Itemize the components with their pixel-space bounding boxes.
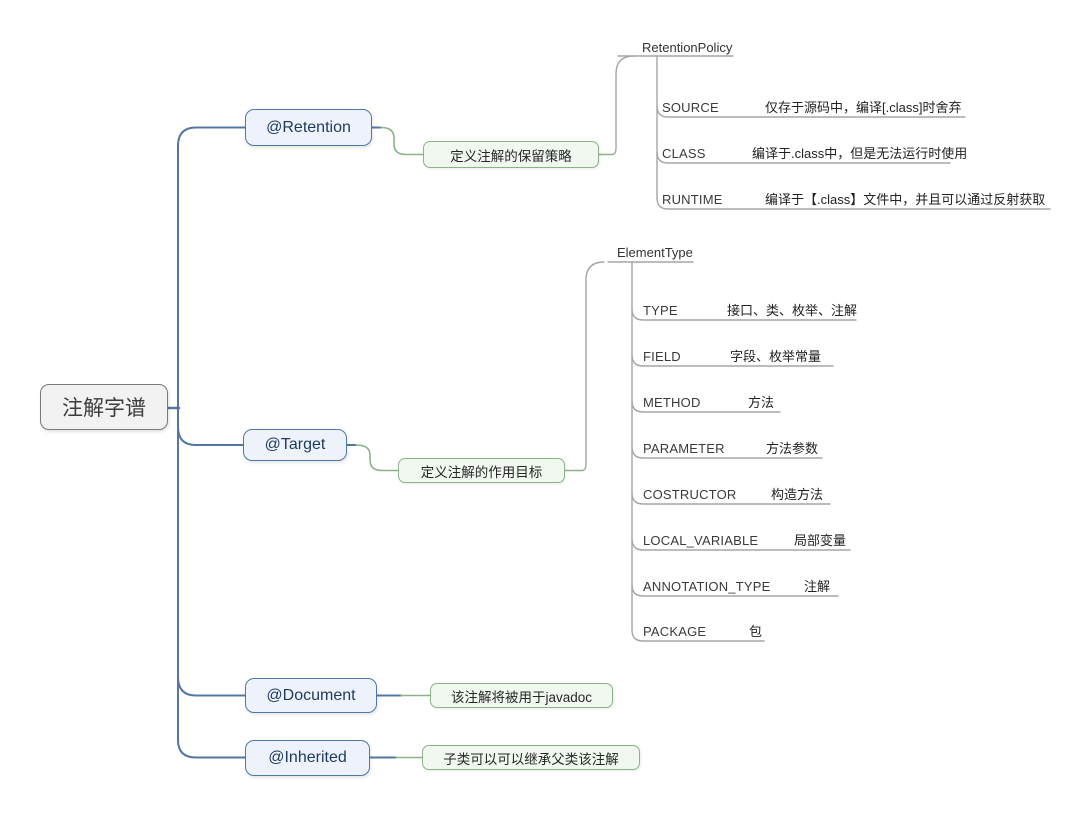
leaf-package-desc[interactable]: 包 [749, 624, 763, 639]
leaf-package-key[interactable]: PACKAGE [643, 624, 707, 639]
leaf-class-key[interactable]: CLASS [662, 146, 706, 161]
note-inherited[interactable]: 子类可以可以继承父类该注解 [422, 745, 640, 770]
leaf-runtime-desc[interactable]: 编译于【.class】文件中，并且可以通过反射获取 [765, 192, 1046, 207]
leaf-costructor-key[interactable]: COSTRUCTOR [643, 487, 737, 502]
note-document[interactable]: 该注解将被用于javadoc [430, 683, 613, 708]
leaf-method-key[interactable]: METHOD [643, 395, 701, 410]
leaf-parameter-key[interactable]: PARAMETER [643, 441, 725, 456]
leaf-local-variable-desc[interactable]: 局部变量 [794, 533, 847, 548]
leaf-method-desc[interactable]: 方法 [748, 395, 775, 410]
topic-inherited[interactable]: @Inherited [245, 740, 370, 776]
note-target[interactable]: 定义注解的作用目标 [398, 458, 565, 483]
leaf-local-variable-key[interactable]: LOCAL_VARIABLE [643, 533, 759, 548]
leaf-annotation-type-key[interactable]: ANNOTATION_TYPE [643, 579, 771, 594]
leaf-runtime-key[interactable]: RUNTIME [662, 192, 723, 207]
leaf-source-key[interactable]: SOURCE [662, 100, 719, 115]
topic-target[interactable]: @Target [243, 429, 347, 461]
group-elementtype[interactable]: ElementType [617, 245, 693, 260]
leaf-annotation-type-desc[interactable]: 注解 [804, 579, 831, 594]
leaf-source-desc[interactable]: 仅存于源码中，编译[.class]时舍弃 [765, 100, 962, 115]
leaf-field-desc[interactable]: 字段、枚举常量 [730, 349, 822, 364]
note-retention[interactable]: 定义注解的保留策略 [423, 141, 599, 168]
leaf-type-desc[interactable]: 接口、类、枚举、注解 [727, 303, 858, 318]
leaf-class-desc[interactable]: 编译于.class中，但是无法运行时使用 [752, 146, 968, 161]
topic-retention[interactable]: @Retention [245, 109, 372, 146]
leaf-parameter-desc[interactable]: 方法参数 [766, 441, 819, 456]
group-retentionpolicy[interactable]: RetentionPolicy [642, 40, 733, 55]
leaf-field-key[interactable]: FIELD [643, 349, 681, 364]
leaf-costructor-desc[interactable]: 构造方法 [771, 487, 824, 502]
topic-document[interactable]: @Document [245, 678, 377, 713]
root-topic[interactable]: 注解字谱 [40, 384, 168, 430]
leaf-type-key[interactable]: TYPE [643, 303, 678, 318]
